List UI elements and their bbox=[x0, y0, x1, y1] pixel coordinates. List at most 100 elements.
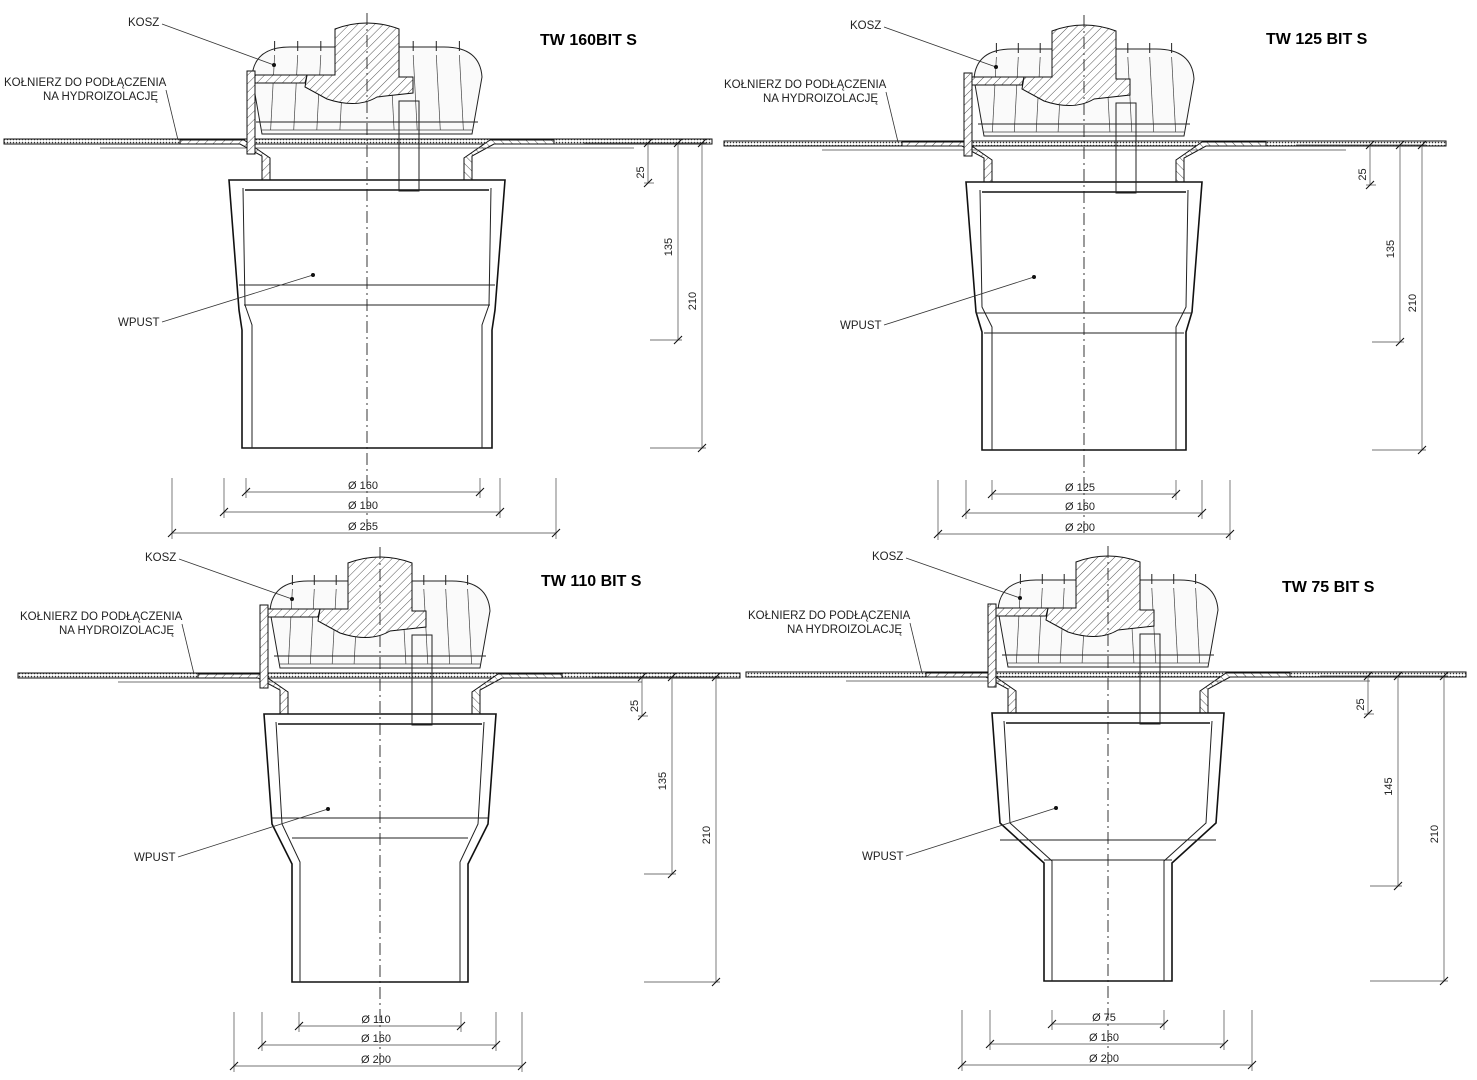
drain-body-inner bbox=[979, 189, 1189, 450]
diam-tick bbox=[294, 1021, 304, 1031]
drawing-title: TW 160BIT S bbox=[540, 32, 637, 49]
flange-label-line1: KOŁNIERZ DO PODŁĄCZENIA bbox=[748, 610, 911, 622]
basket-clip bbox=[1139, 633, 1161, 725]
basket-rib bbox=[1037, 587, 1043, 664]
flange-right bbox=[1175, 141, 1267, 183]
dim-tick bbox=[711, 672, 721, 682]
basket-rib bbox=[467, 588, 472, 665]
basket-rib bbox=[288, 588, 293, 665]
basket-label: KOSZ bbox=[128, 17, 159, 29]
diam-tick bbox=[1219, 1039, 1229, 1049]
basket-leader-dot bbox=[290, 597, 294, 601]
basket-arm-left bbox=[987, 603, 997, 688]
drawing-title: TW 125 BIT S bbox=[1266, 31, 1368, 48]
dim-tick bbox=[1365, 140, 1375, 150]
dim-value-depth: 145 bbox=[1383, 777, 1395, 795]
roof-membrane bbox=[723, 140, 1447, 147]
diam-tick bbox=[495, 507, 505, 517]
body-leader-dot bbox=[1032, 275, 1036, 279]
basket-rib bbox=[1013, 56, 1019, 133]
flange-left bbox=[197, 673, 289, 715]
dim-tick bbox=[643, 178, 653, 188]
basket-clip bbox=[1115, 102, 1137, 194]
basket-rib bbox=[293, 54, 299, 131]
dim-value-depth: 135 bbox=[663, 238, 675, 256]
roof-membrane bbox=[745, 671, 1467, 678]
body-label: WPUST bbox=[118, 317, 160, 329]
diameter-value: Ø 200 bbox=[361, 1054, 391, 1066]
dim-value-depth: 135 bbox=[657, 772, 669, 790]
basket-arm-top bbox=[995, 607, 1049, 617]
body-leader bbox=[905, 807, 1057, 857]
basket-rib bbox=[992, 56, 997, 133]
basket-leader-dot bbox=[994, 65, 998, 69]
basket-arm-left bbox=[246, 70, 256, 155]
basket-leader bbox=[178, 558, 293, 600]
flange-left bbox=[925, 672, 1017, 714]
diameter-value: Ø 75 bbox=[1092, 1012, 1116, 1024]
basket-knob bbox=[1045, 555, 1155, 637]
diam-tick bbox=[517, 1061, 527, 1071]
diam-tick bbox=[167, 528, 177, 538]
basket-rib bbox=[412, 54, 418, 131]
body-label: WPUST bbox=[840, 320, 882, 332]
diam-tick bbox=[229, 1061, 239, 1071]
basket-rib bbox=[1016, 587, 1021, 664]
basket-rib bbox=[435, 54, 441, 131]
diameter-value: Ø 160 bbox=[348, 480, 378, 492]
basket-rib bbox=[309, 588, 315, 665]
diameter-value: Ø 190 bbox=[348, 500, 378, 512]
drawing-title: TW 110 BIT S bbox=[541, 573, 642, 590]
diam-tick bbox=[1171, 489, 1181, 499]
diameter-value: Ø 200 bbox=[1089, 1053, 1119, 1065]
basket-leader-dot bbox=[1018, 596, 1022, 600]
basket-arm-top bbox=[254, 74, 308, 84]
flange-left bbox=[901, 141, 993, 183]
basket-rib bbox=[1195, 587, 1200, 664]
dim-value-210: 210 bbox=[1429, 825, 1441, 843]
basket-arm-left bbox=[259, 604, 269, 689]
flange-leader bbox=[885, 91, 899, 143]
diameter-value: Ø 160 bbox=[1089, 1032, 1119, 1044]
diam-tick bbox=[475, 487, 485, 497]
basket-label: KOSZ bbox=[872, 551, 903, 563]
body-leader bbox=[177, 808, 329, 858]
dim-tick bbox=[711, 977, 721, 987]
basket-leader bbox=[883, 26, 997, 68]
basket-rib bbox=[459, 54, 464, 131]
diam-tick bbox=[957, 1060, 967, 1070]
basket-arm-top bbox=[267, 608, 321, 618]
diam-tick bbox=[985, 1039, 995, 1049]
dim-value-210: 210 bbox=[701, 826, 713, 844]
diam-tick bbox=[1247, 1060, 1257, 1070]
flange-label-line2: NA HYDROIZOLACJĘ bbox=[43, 91, 158, 103]
dim-value-25: 25 bbox=[1355, 698, 1367, 710]
dim-tick bbox=[667, 672, 677, 682]
diam-tick bbox=[241, 487, 251, 497]
flange-leader bbox=[165, 89, 179, 141]
dim-tick bbox=[643, 138, 653, 148]
dim-tick bbox=[1365, 180, 1375, 190]
flange-label-line1: KOŁNIERZ DO PODŁĄCZENIA bbox=[20, 611, 183, 623]
dim-value-25: 25 bbox=[629, 700, 641, 712]
basket-rib bbox=[1149, 56, 1155, 133]
drain-body-outline bbox=[228, 179, 506, 449]
dim-value-depth: 135 bbox=[1385, 240, 1397, 258]
flange-label-line2: NA HYDROIZOLACJĘ bbox=[763, 93, 878, 105]
diam-tick bbox=[1225, 529, 1235, 539]
drain-body-inner bbox=[1003, 720, 1213, 981]
diam-tick bbox=[551, 528, 561, 538]
dim-tick bbox=[1363, 671, 1373, 681]
basket-rib bbox=[445, 588, 451, 665]
basket-leader bbox=[905, 557, 1021, 599]
dim-tick bbox=[697, 443, 707, 453]
drain-body-outline bbox=[991, 712, 1225, 982]
drain-body-inner bbox=[242, 187, 492, 448]
flange-label-line1: KOŁNIERZ DO PODŁĄCZENIA bbox=[724, 79, 887, 91]
body-leader bbox=[883, 276, 1035, 326]
diam-tick bbox=[219, 507, 229, 517]
basket-rib bbox=[1171, 56, 1176, 133]
